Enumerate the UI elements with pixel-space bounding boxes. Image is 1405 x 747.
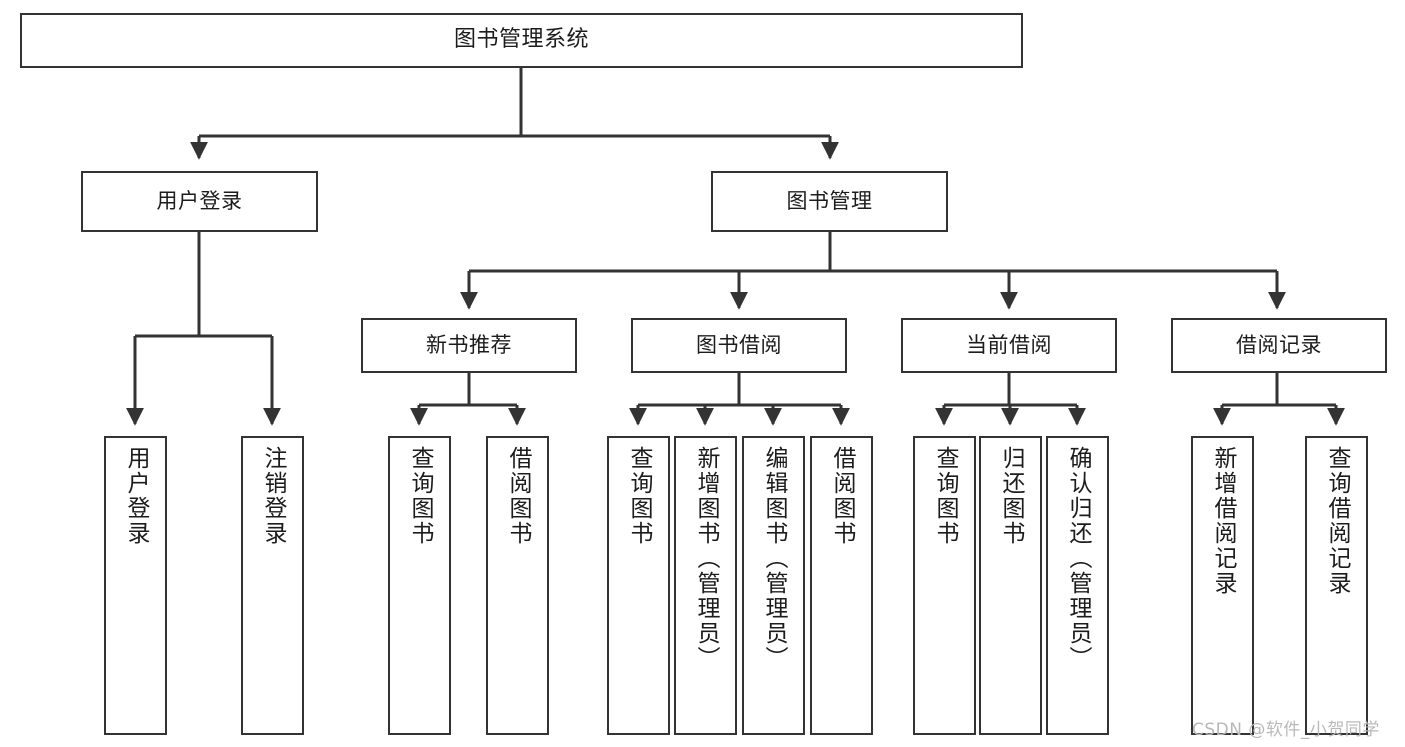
leaf-borrow-book-recommend[interactable]: 借阅图书	[486, 436, 549, 735]
node-label: 新增图书（管理员）	[693, 446, 719, 671]
node-label: 新增借阅记录	[1210, 446, 1236, 596]
node-new-book-recommend[interactable]: 新书推荐	[361, 318, 577, 373]
node-root-book-management-system[interactable]: 图书管理系统	[20, 13, 1023, 68]
node-label: 用户登录	[156, 188, 243, 213]
csdn-watermark: CSDN @软件_小贺同学	[1192, 720, 1380, 740]
leaf-query-book-recommend[interactable]: 查询图书	[388, 436, 451, 735]
node-book-borrow[interactable]: 图书借阅	[631, 318, 847, 373]
leaf-add-book-admin[interactable]: 新增图书（管理员）	[674, 436, 737, 735]
leaf-add-borrow-record[interactable]: 新增借阅记录	[1191, 436, 1254, 735]
node-label: 当前借阅	[966, 332, 1052, 357]
leaf-user-login[interactable]: 用户登录	[104, 436, 167, 735]
node-label: 编辑图书（管理员）	[761, 446, 787, 671]
node-label: 图书管理系统	[453, 27, 589, 53]
node-label: 用户登录	[123, 446, 149, 546]
leaf-confirm-return-admin[interactable]: 确认归还（管理员）	[1046, 436, 1109, 735]
node-label: 归还图书	[998, 446, 1024, 546]
leaf-logout-login[interactable]: 注销登录	[241, 436, 304, 735]
leaf-query-book-current[interactable]: 查询图书	[913, 436, 976, 735]
node-label: 新书推荐	[426, 332, 512, 357]
node-label: 注销登录	[260, 446, 286, 546]
node-label: 借阅图书	[505, 446, 531, 546]
node-label: 查询图书	[407, 446, 433, 546]
node-label: 查询图书	[626, 446, 652, 546]
node-label: 查询图书	[932, 446, 958, 546]
node-label: 借阅记录	[1236, 332, 1322, 357]
leaf-query-borrow-record[interactable]: 查询借阅记录	[1305, 436, 1368, 735]
node-label: 查询借阅记录	[1324, 446, 1350, 596]
node-borrow-record[interactable]: 借阅记录	[1171, 318, 1387, 373]
node-label: 确认归还（管理员）	[1065, 446, 1091, 671]
node-current-borrow[interactable]: 当前借阅	[901, 318, 1117, 373]
node-user-login[interactable]: 用户登录	[81, 171, 318, 232]
node-label: 图书管理	[786, 188, 873, 213]
node-book-management[interactable]: 图书管理	[711, 171, 948, 232]
node-label: 图书借阅	[696, 332, 782, 357]
leaf-query-book-borrow[interactable]: 查询图书	[607, 436, 670, 735]
leaf-edit-book-admin[interactable]: 编辑图书（管理员）	[742, 436, 805, 735]
leaf-return-book[interactable]: 归还图书	[979, 436, 1042, 735]
node-label: 借阅图书	[829, 446, 855, 546]
leaf-borrow-book[interactable]: 借阅图书	[810, 436, 873, 735]
